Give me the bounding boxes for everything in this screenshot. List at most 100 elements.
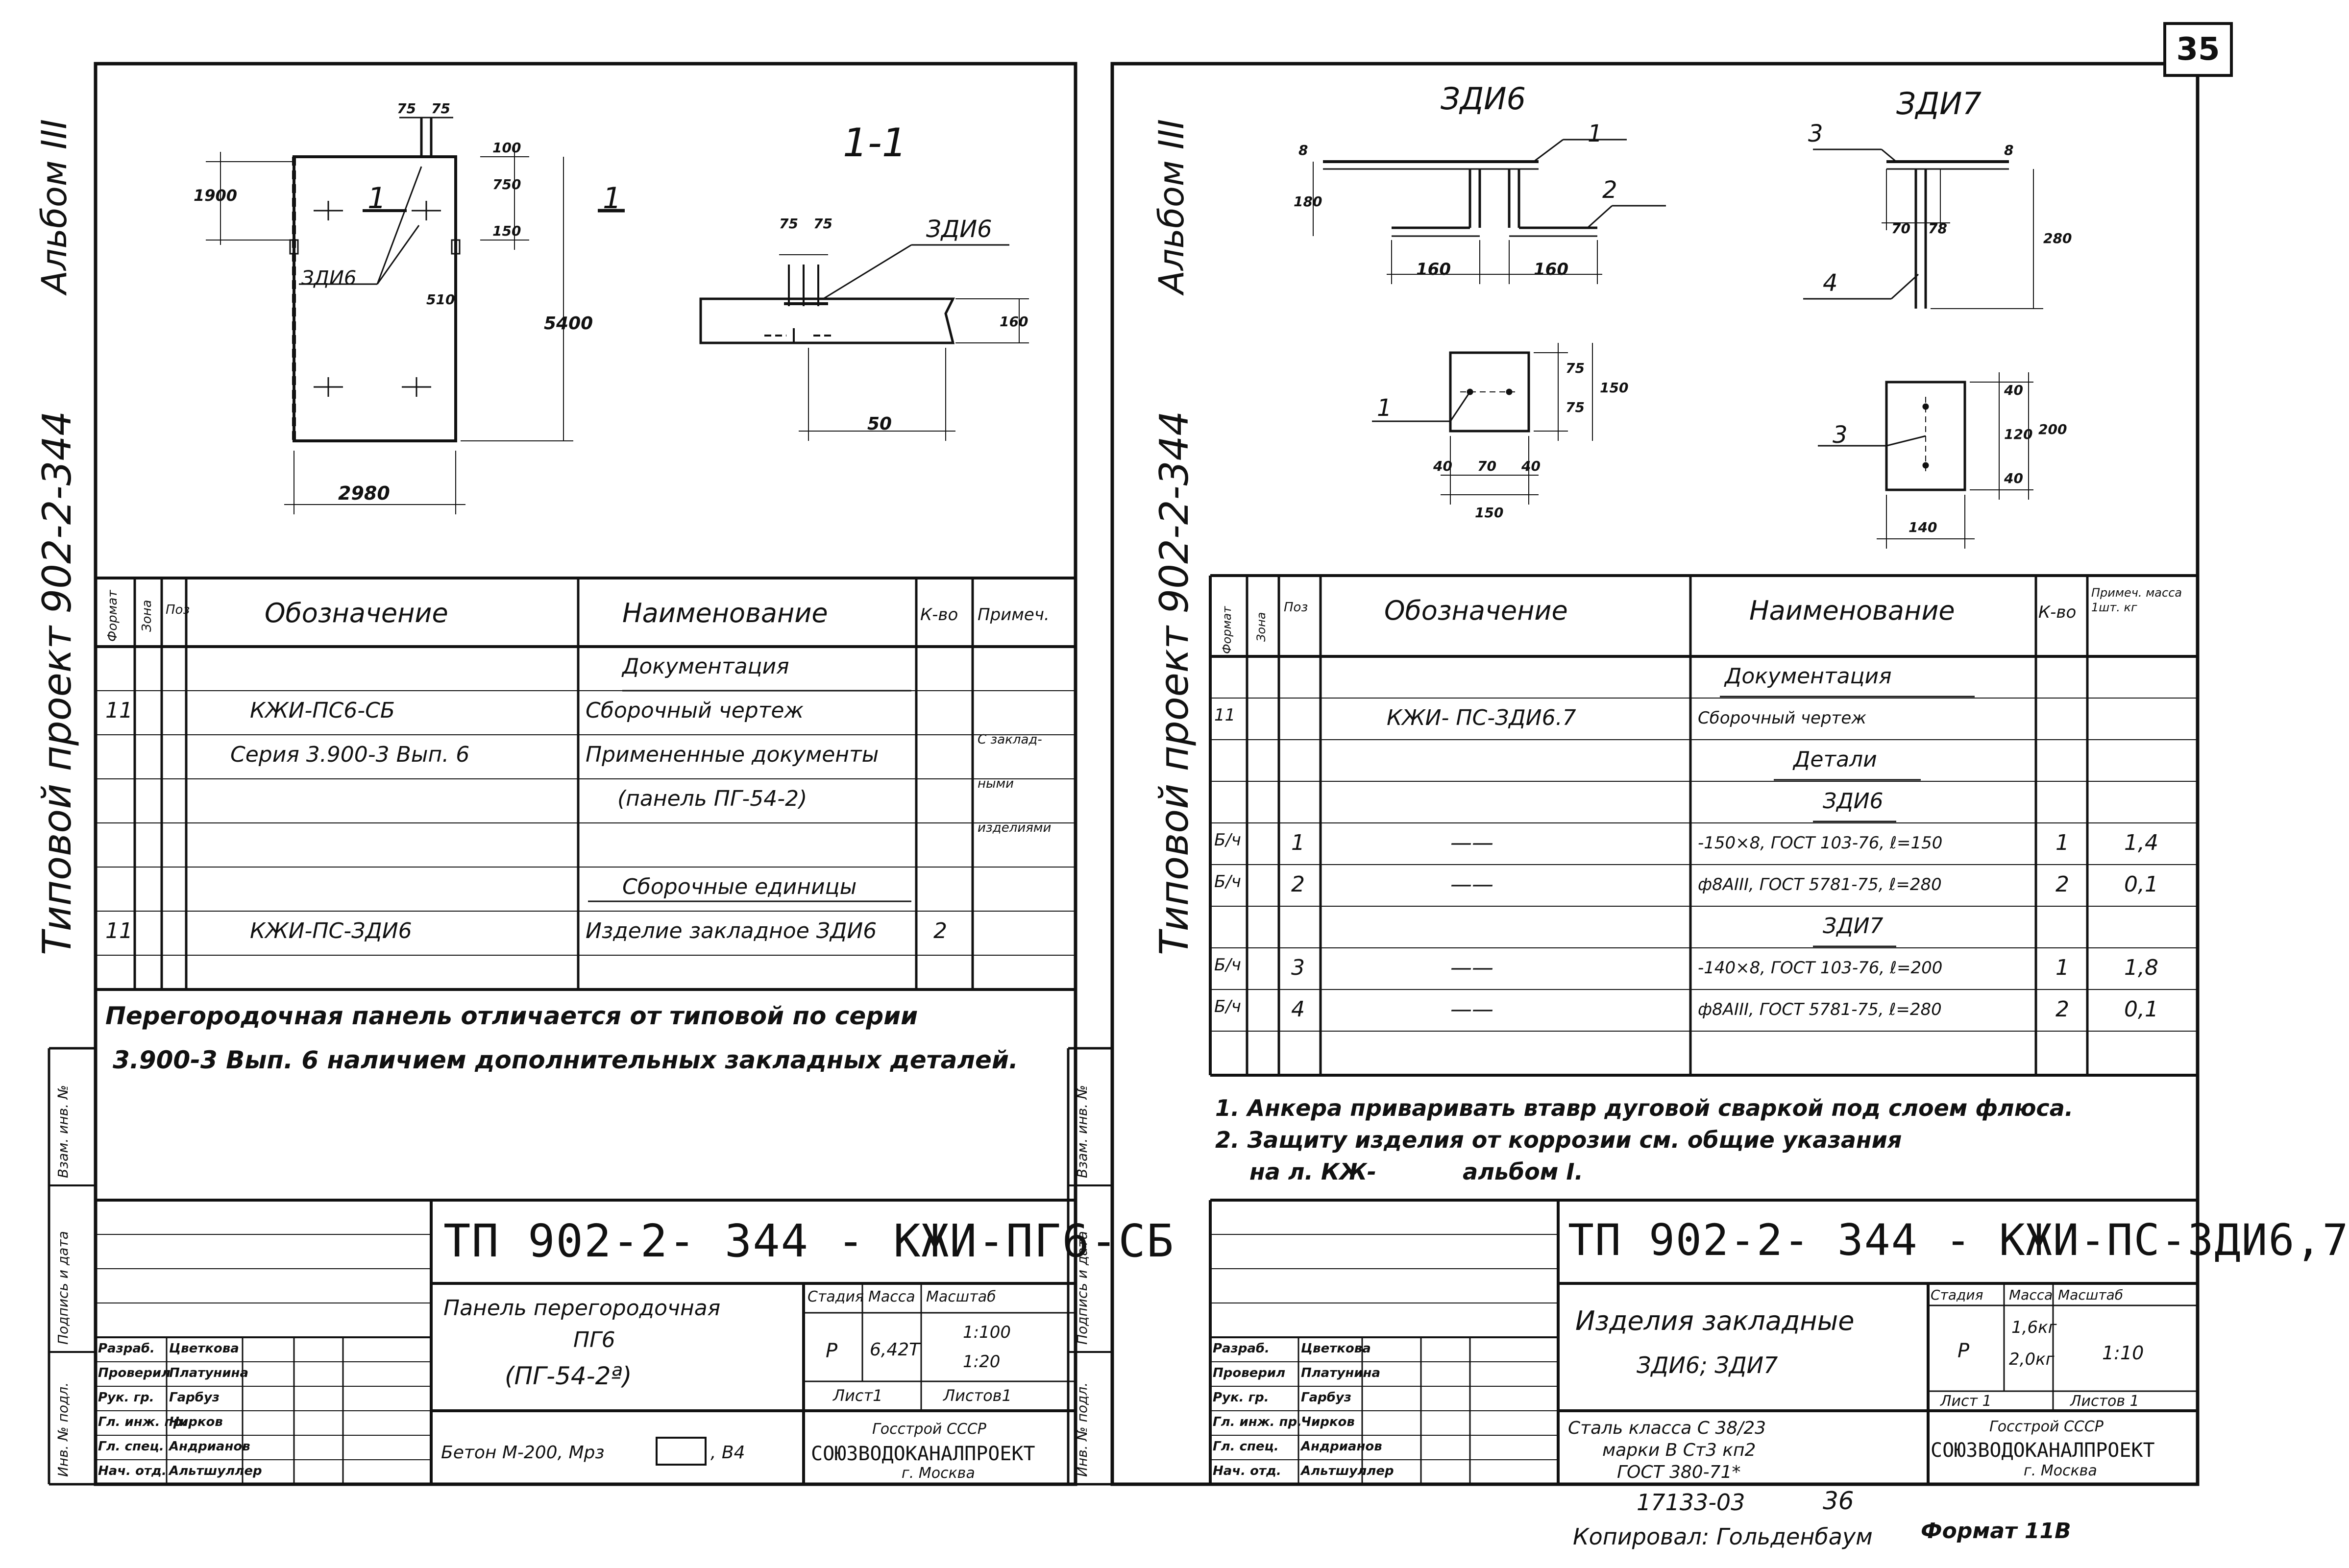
zdi7-callout-4: 4 xyxy=(1823,269,1838,297)
left-row-designation: КЖИ-ПС6-СБ xyxy=(250,698,395,723)
rt-h-designation: Обозначение xyxy=(1384,595,1568,626)
cut-mark-b: 1 xyxy=(603,181,622,216)
left-scale-1: 1:100 xyxy=(963,1323,1011,1342)
right-row-pos: 1 xyxy=(1291,830,1305,855)
plan-dim-75b: 75 xyxy=(431,100,450,117)
zdi7-dim-200: 200 xyxy=(2038,421,2067,437)
right-row-name: ф8АIII, ГОСТ 5781-75, ℓ=280 xyxy=(1698,875,1942,894)
lt-h-zone: Зона xyxy=(140,600,154,632)
left-stage: Р xyxy=(826,1340,838,1362)
lt-h-format: Формат xyxy=(105,590,120,642)
left-org-3: г. Москва xyxy=(902,1465,975,1482)
right-mass-header: Масса xyxy=(2009,1287,2053,1303)
plan-dim-150: 150 xyxy=(492,223,521,239)
zdi6-plan-pos-1: 1 xyxy=(1377,394,1392,422)
left-row-note: С заклад- xyxy=(978,732,1042,747)
album-label-right: Альбом III xyxy=(1151,119,1192,294)
role-name: Цветкова xyxy=(169,1341,239,1356)
left-row-note: ными xyxy=(978,776,1014,791)
right-stage-header: Стадия xyxy=(1931,1287,1983,1303)
section-dim-75b: 75 xyxy=(813,216,832,232)
zdi6-dim-8: 8 xyxy=(1298,142,1308,158)
left-drawing-code: ТП 902-2- 344 - КЖИ-ПГ6-СБ xyxy=(443,1215,1175,1267)
left-row-name: Сборочные единицы xyxy=(622,874,857,899)
left-note-line2: 3.900-3 Вып. 6 наличием дополнительных з… xyxy=(113,1046,1018,1074)
right-org-2: СОЮЗВОДОКАНАЛПРОЕКТ xyxy=(1931,1439,2155,1462)
role-name: Альтшуллер xyxy=(169,1464,262,1478)
section-zdi6-label: ЗДИ6 xyxy=(926,216,992,243)
right-row-format: Б/ч xyxy=(1214,997,1241,1016)
right-row-name: ф8АIII, ГОСТ 5781-75, ℓ=280 xyxy=(1698,1000,1942,1019)
lt-h-note: Примеч. xyxy=(978,605,1050,625)
zdi7-title: ЗДИ7 xyxy=(1896,86,1982,121)
left-mass-header: Масса xyxy=(868,1288,915,1305)
right-row-name: -150×8, ГОСТ 103-76, ℓ=150 xyxy=(1698,833,1943,853)
left-concrete: Бетон М-200, Мрз xyxy=(441,1443,605,1463)
right-scale-header: Масштаб xyxy=(2058,1287,2124,1303)
left-scale-2: 1:20 xyxy=(963,1352,1001,1372)
section-title: 1-1 xyxy=(843,120,907,166)
zdi7-dim-78: 78 xyxy=(1928,220,1947,237)
sheet-number: 35 xyxy=(2163,22,2233,77)
left-name-1: Панель перегородочная xyxy=(443,1296,721,1321)
right-row-note: 1,8 xyxy=(2124,955,2158,980)
section-dim-75a: 75 xyxy=(779,216,798,232)
zdi7-dim-70: 70 xyxy=(1891,220,1910,237)
right-row-name: ЗДИ7 xyxy=(1823,914,1884,939)
right-row-note: 0,1 xyxy=(2124,997,2158,1022)
left-row-name: (панель ПГ-54-2) xyxy=(617,786,807,811)
role-title: Гл. инж. пр. xyxy=(1213,1415,1302,1429)
right-sheets: Листов 1 xyxy=(2070,1393,2139,1410)
right-row-qty: 1 xyxy=(2055,830,2069,855)
cut-mark-a: 1 xyxy=(367,181,387,216)
lt-h-pos: Поз xyxy=(166,603,190,617)
left-scale-header: Масштаб xyxy=(926,1288,996,1305)
stamp-inv-right: Инв. № подл. xyxy=(1074,1382,1090,1477)
zdi6-dim-40b: 40 xyxy=(1521,458,1541,474)
left-row-name: Документация xyxy=(622,654,789,679)
right-mass-2: 2,0кг xyxy=(2009,1350,2055,1369)
right-row-name: Документация xyxy=(1725,664,1892,689)
project-label-left: Типовой проект 902-2-344 xyxy=(34,410,80,955)
right-row-pos: 3 xyxy=(1291,955,1305,980)
role-name: Чирков xyxy=(169,1415,223,1429)
right-row-designation: —— xyxy=(1450,997,1493,1022)
zdi7-plan-pos-3: 3 xyxy=(1833,421,1848,449)
right-mass-1: 1,6кг xyxy=(2011,1318,2057,1337)
zdi7-dim-40b: 40 xyxy=(2004,470,2023,486)
right-row-designation: КЖИ- ПС-ЗДИ6.7 xyxy=(1387,705,1576,730)
zdi6-dim-160b: 160 xyxy=(1534,260,1568,279)
left-row-name: Изделие закладное ЗДИ6 xyxy=(586,918,877,943)
plan-zdi6-label: ЗДИ6 xyxy=(301,267,357,289)
plan-dim-750: 750 xyxy=(492,176,521,193)
right-row-format: Б/ч xyxy=(1214,872,1241,892)
role-title: Проверил xyxy=(1213,1366,1286,1380)
right-row-qty: 2 xyxy=(2055,872,2069,897)
zdi7-dim-8: 8 xyxy=(2004,142,2014,158)
sheet-format: Формат 11В xyxy=(1921,1519,2071,1544)
right-org-1: Госстрой СССР xyxy=(1989,1418,2104,1435)
role-title: Рук. гр. xyxy=(1213,1390,1269,1405)
role-title: Гл. инж. пр. xyxy=(98,1415,187,1429)
right-row-designation: —— xyxy=(1450,872,1493,897)
zdi6-dim-75b: 75 xyxy=(1566,399,1585,415)
rt-h-name: Наименование xyxy=(1749,595,1955,626)
plan-dim-75a: 75 xyxy=(397,100,416,117)
role-name: Платунина xyxy=(1301,1366,1381,1380)
role-name: Гарбуз xyxy=(1301,1390,1351,1405)
left-row-qty: 2 xyxy=(933,918,947,943)
right-steel-2: марки В Ст3 кп2 xyxy=(1602,1440,1756,1460)
right-row-designation: —— xyxy=(1450,955,1493,980)
right-org-3: г. Москва xyxy=(2024,1462,2097,1479)
drawing-linework xyxy=(48,62,2200,1486)
plan-dim-510: 510 xyxy=(426,291,455,308)
left-concrete-tail: , В4 xyxy=(710,1443,745,1463)
left-name-3: (ПГ-54-2ª) xyxy=(505,1362,632,1390)
section-dim-160: 160 xyxy=(1000,314,1028,330)
right-row-format: 11 xyxy=(1214,705,1236,725)
role-name: Андрианов xyxy=(1301,1439,1382,1454)
role-title: Проверил xyxy=(98,1366,171,1380)
rt-h-pos: Поз xyxy=(1284,600,1308,615)
left-row-format: 11 xyxy=(105,698,133,723)
role-title: Нач. отд. xyxy=(98,1464,167,1478)
